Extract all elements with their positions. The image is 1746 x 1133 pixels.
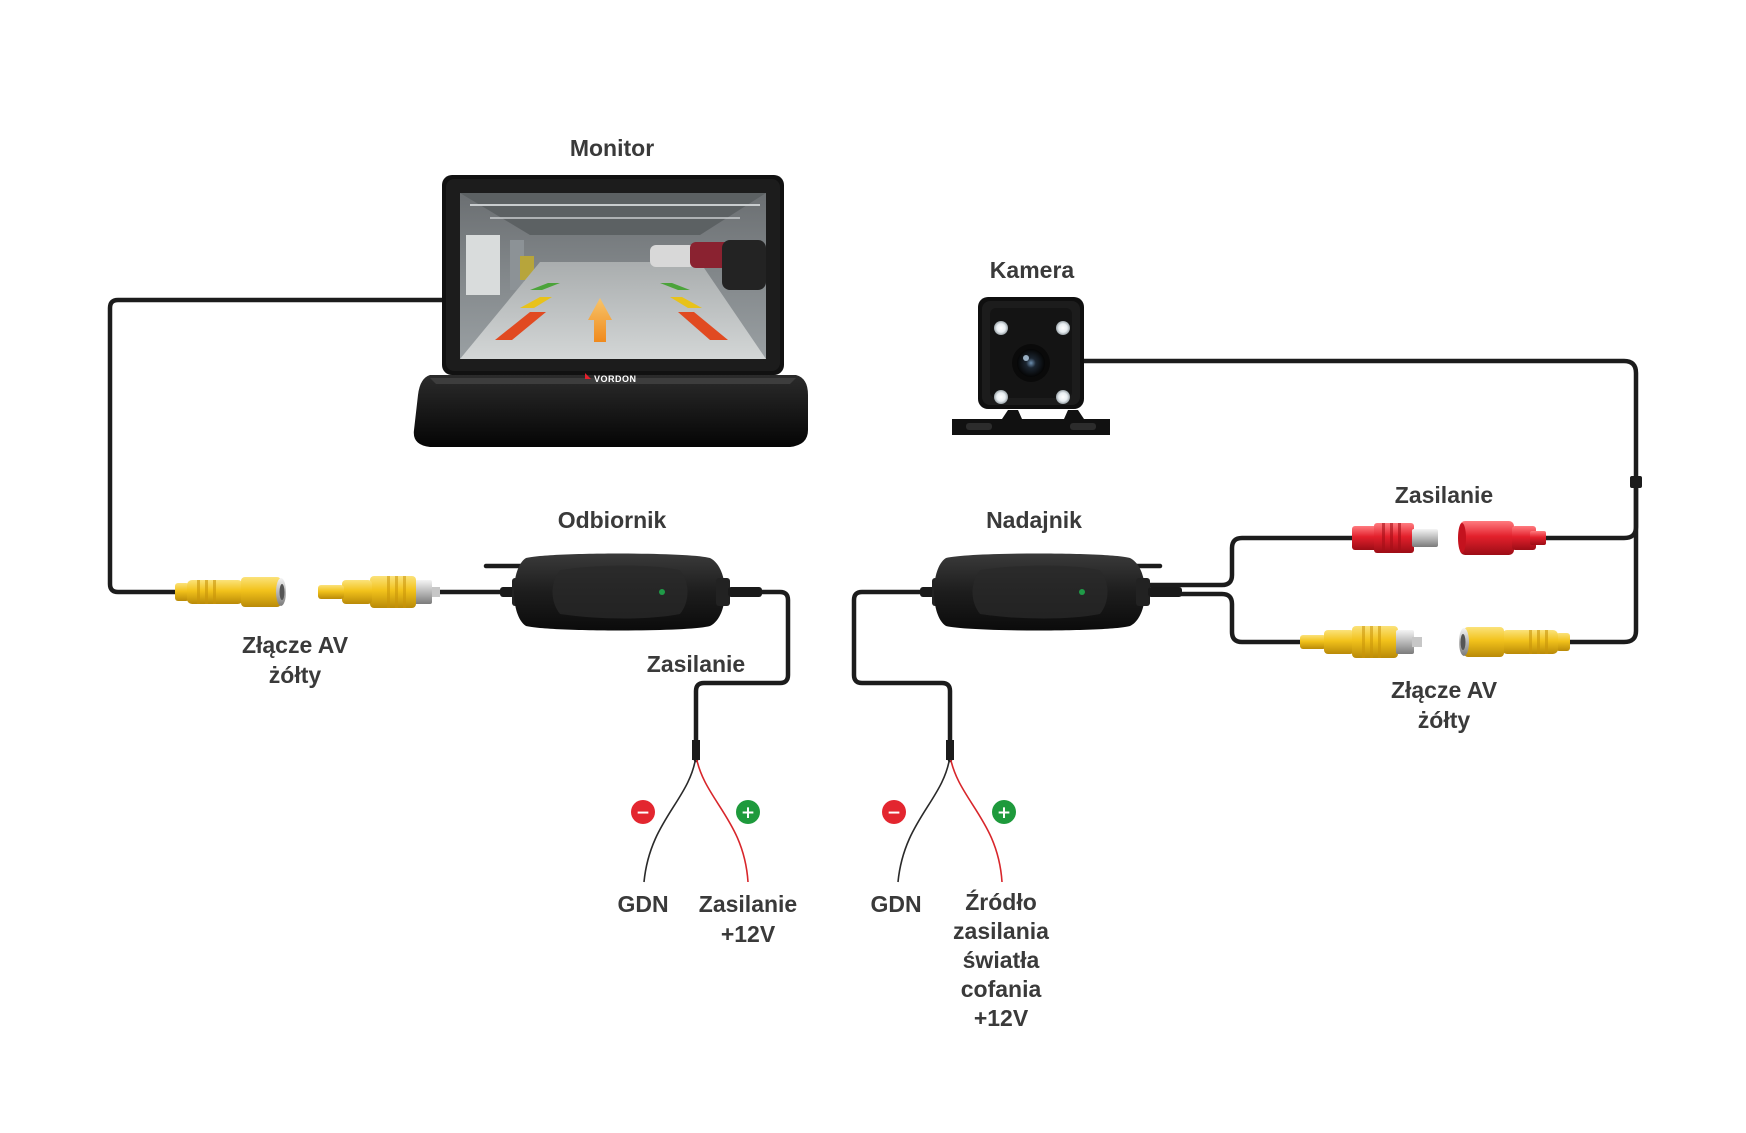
minus-badge-transmitter: − xyxy=(882,800,906,824)
av-connector-male-right xyxy=(1300,626,1422,658)
transmitter-power-wire xyxy=(851,589,953,763)
camera-split-yellow xyxy=(1567,478,1639,645)
plus-badge-receiver: + xyxy=(736,800,760,824)
monitor-cable xyxy=(107,297,445,595)
camera-led-icon xyxy=(1056,321,1070,335)
monitor-screen xyxy=(460,193,766,359)
label-transmitter: Nadajnik xyxy=(986,507,1082,533)
label-camera-power: Zasilanie xyxy=(1395,482,1493,508)
camera-led-icon xyxy=(994,390,1008,404)
label-tx-plus-1: Źródło xyxy=(965,888,1037,915)
plus-badge-transmitter: + xyxy=(992,800,1016,824)
power-connector-socket xyxy=(1458,521,1546,555)
label-av-left-1: Złącze AV xyxy=(242,632,349,658)
label-tx-plus-2: zasilania xyxy=(953,918,1049,944)
transmitter-output-wire-bottom xyxy=(1147,591,1303,645)
minus-badge-receiver: − xyxy=(631,800,655,824)
receiver-power-leads xyxy=(643,740,749,883)
label-receiver: Odbiornik xyxy=(558,507,667,533)
camera-cable xyxy=(1081,358,1639,484)
camera-led-icon xyxy=(1056,390,1070,404)
label-tx-plus-3: światła xyxy=(963,947,1040,973)
camera xyxy=(952,297,1110,435)
minus-icon: − xyxy=(887,803,901,823)
label-tx-plus-5: +12V xyxy=(974,1005,1029,1031)
label-rx-plus-1: Zasilanie xyxy=(699,891,797,917)
wires xyxy=(107,297,1642,763)
receiver-module xyxy=(500,553,762,631)
label-camera: Kamera xyxy=(990,257,1075,283)
label-av-right-1: Złącze AV xyxy=(1391,677,1498,703)
transmitter-output-wire-top xyxy=(1147,535,1355,588)
label-av-right-2: żółty xyxy=(1418,707,1471,733)
receiver-power-wire xyxy=(693,589,791,763)
av-connector-female-left xyxy=(175,577,286,607)
camera-split-red xyxy=(1533,478,1639,541)
label-tx-gnd: GDN xyxy=(870,891,921,917)
label-rx-gnd: GDN xyxy=(617,891,668,917)
label-monitor: Monitor xyxy=(570,135,654,161)
monitor: VORDON xyxy=(413,175,808,447)
label-receiver-power: Zasilanie xyxy=(647,651,745,677)
labels: Monitor Kamera Odbiornik Nadajnik Zasila… xyxy=(242,135,1498,1031)
monitor-brand: VORDON xyxy=(594,374,637,384)
camera-led-icon xyxy=(994,321,1008,335)
minus-icon: − xyxy=(636,803,650,823)
av-connector-male-left xyxy=(318,576,440,608)
transmitter-power-leads xyxy=(897,740,1003,883)
label-tx-plus-4: cofania xyxy=(961,976,1042,1002)
label-rx-plus-2: +12V xyxy=(721,921,776,947)
plus-icon: + xyxy=(997,803,1011,823)
label-av-left-2: żółty xyxy=(269,662,322,688)
av-connector-female-right xyxy=(1459,627,1570,657)
plus-icon: + xyxy=(741,803,755,823)
camera-lens-icon xyxy=(1017,349,1045,377)
power-connector-plug xyxy=(1352,523,1438,553)
